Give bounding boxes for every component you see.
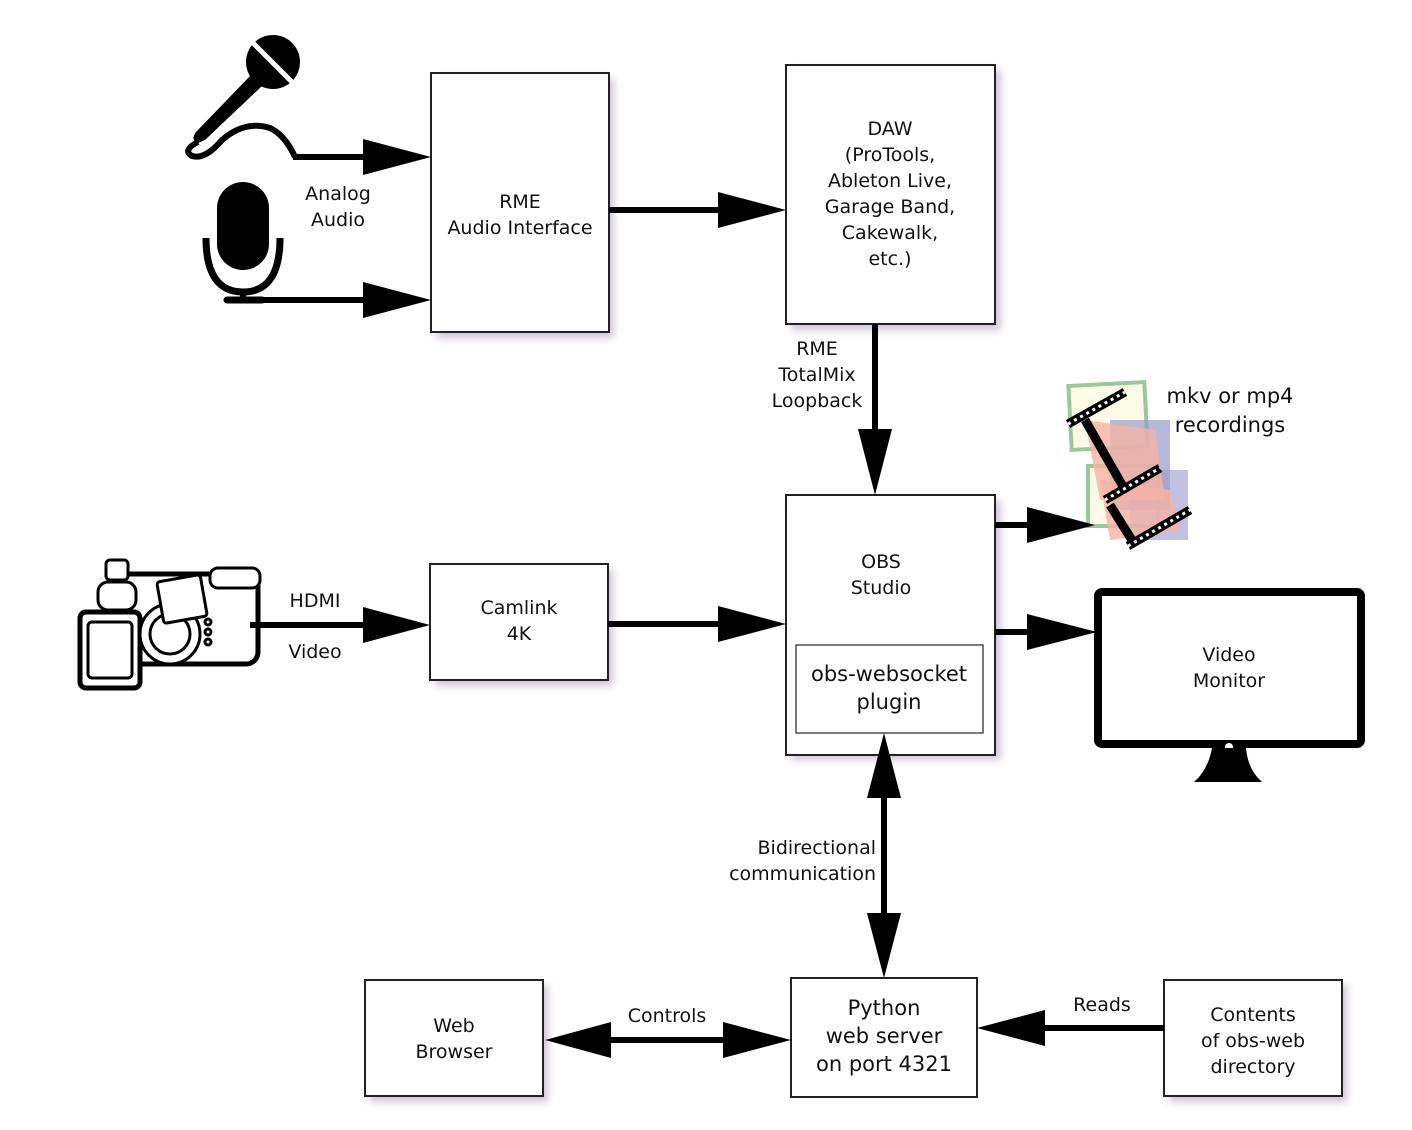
rme-label-2: Audio Interface (447, 217, 592, 239)
hdmi-label: HDMI (290, 590, 341, 612)
arrow-controls-browser-python (545, 1022, 791, 1058)
arrow-bidirectional-obs-python (867, 733, 901, 978)
film-reels-icon (1065, 379, 1193, 550)
node-python-web-server: Python web server on port 4321 (790, 977, 978, 1098)
arrow-camera-to-camlink (250, 607, 430, 643)
daw-label-3: Ableton Live, (828, 170, 952, 192)
node-camlink: Camlink 4K (429, 563, 609, 681)
daw-label-5: Cakewalk, (842, 222, 938, 244)
contents-label-1: Contents (1210, 1004, 1295, 1026)
arrow-reads-directory-to-python (977, 1010, 1164, 1046)
plugin-label-2: plugin (857, 690, 922, 714)
browser-label-1: Web (433, 1015, 474, 1037)
node-obs-studio: OBS Studio obs-websocket plugin (785, 494, 996, 756)
monitor-label-1: Video (1202, 644, 1255, 666)
camlink-label-1: Camlink (480, 597, 557, 619)
video-label: Video (288, 641, 341, 663)
arrow-camlink-to-obs (608, 606, 786, 642)
bidirectional-label-2: communication (729, 863, 876, 885)
node-obs-web-directory: Contents of obs-web directory (1163, 979, 1343, 1097)
analog-label-1: Analog (305, 183, 371, 205)
daw-label-6: etc.) (868, 248, 911, 270)
arrow-mic2-to-rme (255, 282, 431, 318)
obs-label-1: OBS (861, 551, 901, 573)
daw-label-4: Garage Band, (825, 196, 955, 218)
reads-label: Reads (1073, 994, 1131, 1016)
node-video-monitor: Video Monitor (1193, 644, 1265, 692)
browser-label-2: Browser (416, 1041, 493, 1063)
loopback-label-1: RME (796, 338, 838, 360)
loopback-label-2: TotalMix (777, 364, 855, 386)
plugin-label-1: obs-websocket (811, 662, 967, 686)
camlink-label-2: 4K (507, 623, 532, 645)
loopback-label-3: Loopback (772, 390, 863, 412)
daw-label-1: DAW (867, 118, 912, 140)
video-camera-icon (77, 558, 262, 691)
arrow-mic1-to-rme (293, 139, 431, 175)
node-rme-audio-interface: RME Audio Interface (430, 72, 610, 333)
python-label-2: web server (826, 1024, 943, 1048)
arrow-obs-to-monitor (995, 614, 1097, 650)
bidirectional-label-1: Bidirectional (758, 837, 877, 859)
monitor-icon (1094, 588, 1365, 782)
handheld-microphone-icon (185, 35, 300, 160)
recordings-label-2: recordings (1175, 413, 1286, 437)
obs-label-2: Studio (851, 577, 912, 599)
arrow-obs-to-recordings (995, 507, 1095, 543)
node-web-browser: Web Browser (364, 979, 544, 1097)
node-daw: DAW (ProTools, Ableton Live, Garage Band… (785, 64, 996, 325)
contents-label-2: of obs-web (1201, 1030, 1305, 1052)
python-label-3: on port 4321 (816, 1052, 952, 1076)
controls-label: Controls (628, 1005, 707, 1027)
contents-label-3: directory (1211, 1056, 1296, 1078)
condenser-microphone-icon (202, 182, 284, 304)
arrow-daw-to-obs (858, 324, 892, 495)
monitor-label-2: Monitor (1193, 670, 1265, 692)
python-label-1: Python (848, 996, 921, 1020)
recordings-label-1: mkv or mp4 (1166, 384, 1293, 408)
daw-label-2: (ProTools, (845, 144, 935, 166)
node-obs-websocket-plugin: obs-websocket plugin (795, 644, 984, 734)
arrow-rme-to-daw (609, 192, 786, 228)
node-recordings: mkv or mp4 recordings (1166, 384, 1293, 437)
analog-label-2: Audio (311, 209, 365, 231)
rme-label-1: RME (499, 191, 541, 213)
